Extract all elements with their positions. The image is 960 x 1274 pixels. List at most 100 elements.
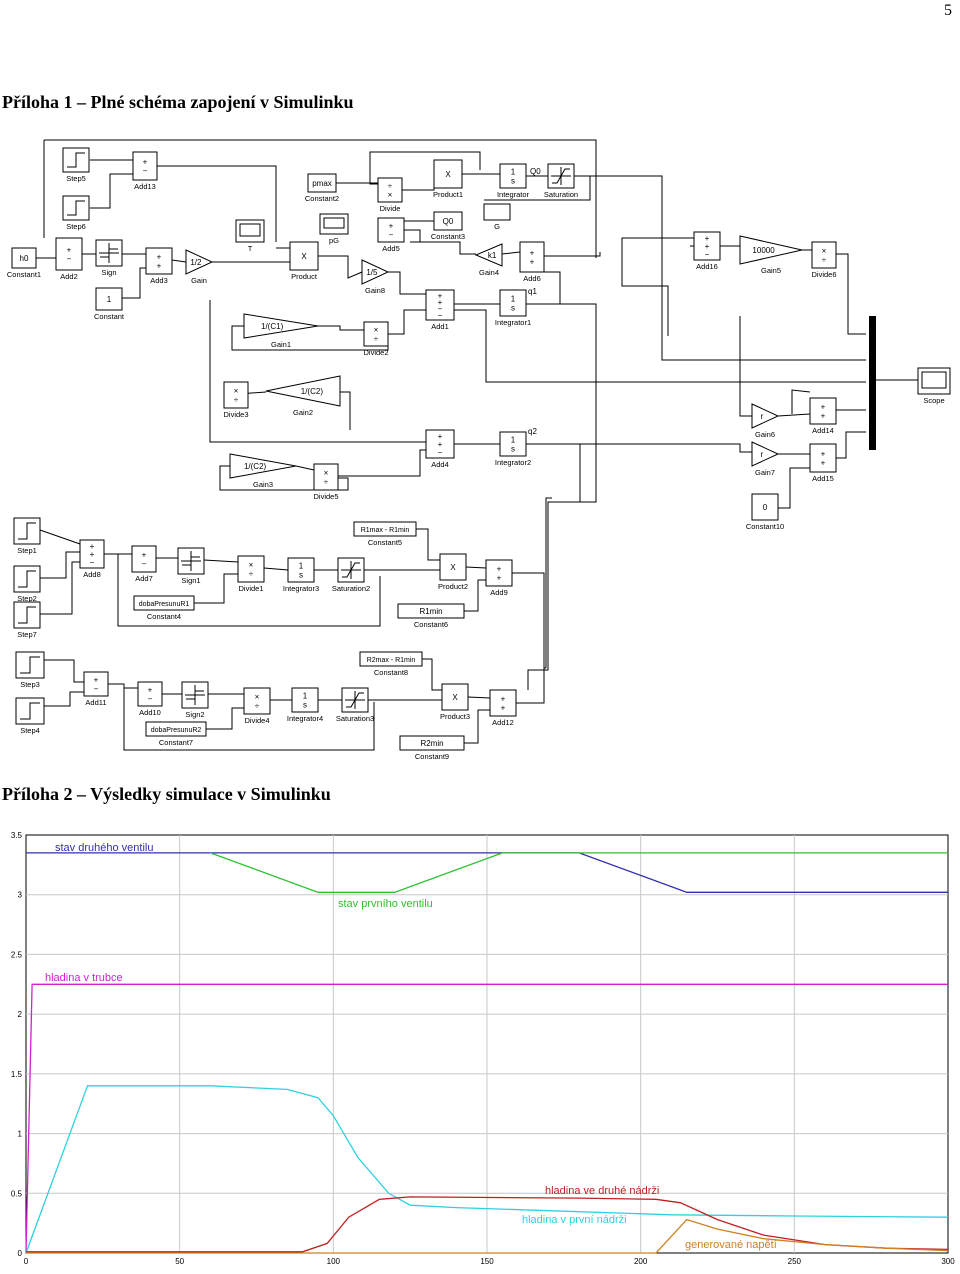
block-divide1: ×÷Divide1	[237, 555, 265, 593]
svg-text:Q0: Q0	[443, 217, 454, 226]
block-add15: ++Add15	[809, 443, 837, 483]
block-step6: Step6	[62, 195, 90, 231]
block-label: Integrator4	[287, 714, 323, 723]
block-gain2: 1/(C2)Gain2	[265, 375, 341, 417]
block-label: Add14	[812, 426, 834, 435]
block-add7: +−Add7	[131, 545, 157, 583]
x-tick-label: 250	[788, 1257, 802, 1266]
block-label: Gain6	[755, 430, 775, 439]
svg-text:+−: +−	[94, 676, 99, 694]
mux-bus	[869, 316, 876, 450]
svg-text:++−: ++−	[705, 234, 710, 259]
block-step5: Step5	[62, 147, 90, 183]
appendix2-title: Příloha 2 – Výsledky simulace v Simulink…	[2, 784, 331, 804]
block-label: Add7	[135, 574, 153, 583]
series-line-0	[26, 852, 948, 893]
svg-text:R2max - R1min: R2max - R1min	[367, 657, 416, 664]
block-sign2: Sign2	[181, 681, 209, 719]
svg-text:×÷: ×÷	[374, 326, 379, 344]
block-add5: +− Add5	[377, 217, 405, 253]
block-label: Add1	[431, 322, 449, 331]
block-label: Step7	[17, 630, 37, 639]
svg-text:R2min: R2min	[420, 739, 443, 748]
block-scope: Scope	[917, 367, 951, 405]
y-tick-label: 3.5	[11, 831, 23, 840]
block-label: Product1	[433, 190, 463, 199]
block-label: Divide4	[244, 716, 269, 725]
svg-text:X: X	[301, 252, 307, 261]
block-pg: pG	[319, 213, 349, 245]
block-label: Product2	[438, 582, 468, 591]
block-product: X Product	[289, 241, 319, 281]
block-label: Scope	[923, 396, 944, 405]
appendix1-title: Příloha 1 – Plné schéma zapojení v Simul…	[2, 92, 354, 112]
block-label: Gain1	[271, 340, 291, 349]
block-product1: X Product1	[433, 159, 463, 199]
block-label: Constant7	[159, 738, 193, 747]
block-divide4: ×÷Divide4	[243, 687, 271, 725]
svg-text:++−−: ++−−	[438, 291, 443, 320]
y-tick-label: 0	[18, 1249, 23, 1258]
series-line-2	[25, 983, 948, 1254]
block-label: Sign1	[181, 576, 200, 585]
block-label: Add15	[812, 474, 834, 483]
y-tick-label: 0.5	[11, 1189, 23, 1198]
svg-text:+−: +−	[389, 222, 394, 240]
svg-text:+−: +−	[148, 686, 153, 704]
block-label: Constant	[94, 312, 125, 321]
block-label: Sign	[101, 268, 116, 277]
block-label: Integrator	[497, 190, 530, 199]
block-label: Add10	[139, 708, 161, 717]
svg-text:+−: +−	[143, 158, 148, 176]
svg-text:r: r	[761, 450, 764, 459]
svg-text:10000: 10000	[752, 246, 775, 255]
svg-text:X: X	[445, 170, 451, 179]
series-label: hladina ve druhé nádrži	[545, 1185, 659, 1197]
svg-text:++: ++	[501, 695, 506, 713]
svg-text:0: 0	[763, 503, 768, 512]
x-tick-label: 50	[175, 1257, 184, 1266]
svg-text:÷×: ÷×	[388, 182, 393, 200]
svg-text:++−: ++−	[438, 432, 443, 457]
block-step4: Step4	[15, 697, 45, 735]
y-tick-label: 1.5	[11, 1070, 23, 1079]
block-label: Add5	[382, 244, 400, 253]
block-step1: Step1	[13, 517, 41, 555]
svg-text:×÷: ×÷	[324, 469, 329, 487]
block-label: Step3	[20, 680, 40, 689]
svg-text:X: X	[452, 693, 458, 702]
block-add1: ++−− Add1	[425, 289, 455, 331]
svg-text:++: ++	[530, 249, 535, 267]
svg-text:1s: 1s	[299, 562, 304, 580]
block-sign1: Sign1	[177, 547, 205, 585]
series-line-1	[210, 852, 948, 893]
svg-text:dobaPresunuR2: dobaPresunuR2	[151, 727, 202, 734]
y-tick-label: 2.5	[11, 950, 23, 959]
block-label: Saturation	[544, 190, 578, 199]
block-label: Step6	[66, 222, 86, 231]
block-add12: ++Add12	[489, 689, 517, 727]
svg-text:1s: 1s	[511, 436, 516, 454]
block-label: Integrator1	[495, 318, 531, 327]
block-label: Constant3	[431, 232, 465, 241]
svg-text:h0: h0	[20, 254, 29, 263]
block-label: Step2	[17, 594, 37, 603]
block-label: Step4	[20, 726, 40, 735]
svg-text:1/(C1): 1/(C1)	[261, 322, 284, 331]
block-label: Product	[291, 272, 318, 281]
page-number: 5	[944, 2, 952, 19]
series-label: stav prvního ventilu	[338, 898, 433, 910]
block-label: Gain4	[479, 268, 499, 277]
